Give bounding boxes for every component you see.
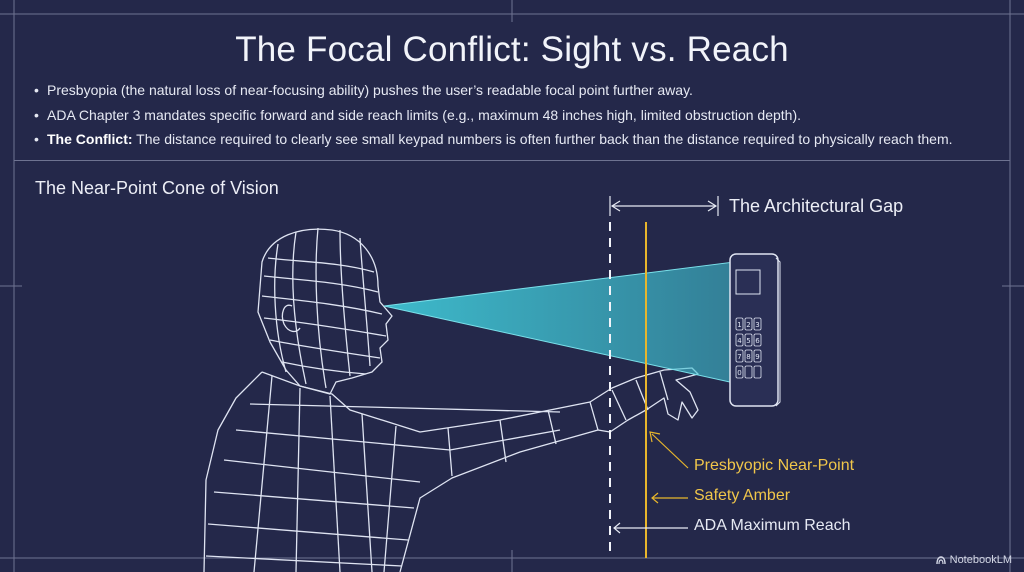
keypad-key-label: 3 [755, 321, 759, 329]
keypad-key [744, 349, 753, 363]
section-divider [14, 160, 1010, 161]
presbyopic-near-point-label: Presbyopic Near-Point [694, 457, 855, 474]
cone-of-vision-label: The Near-Point Cone of Vision [35, 178, 279, 198]
ada-maximum-reach-label: ADA Maximum Reach [694, 517, 851, 534]
keypad-key [735, 365, 744, 379]
wireframe-human-figure [203, 227, 699, 572]
keypad-key-label: 5 [746, 337, 750, 345]
keypad-key [753, 317, 762, 331]
keypad-key [735, 349, 744, 363]
keypad-key-label: 9 [755, 353, 759, 361]
keypad-key-label: 1 [737, 321, 741, 329]
keypad-key [744, 333, 753, 347]
bullet-ada: ADA Chapter 3 mandates specific forward … [34, 103, 1014, 128]
keypad-screen [735, 269, 761, 295]
notebooklm-badge: NotebookLM [935, 554, 1012, 566]
keypad-key-label: 0 [737, 369, 741, 377]
keypad-key-label: 7 [737, 353, 741, 361]
bullet-presbyopia: Presbyopia (the natural loss of near-foc… [34, 78, 1014, 103]
notebooklm-icon [935, 556, 946, 565]
keypad-key-label: 4 [737, 337, 742, 345]
keypad-key-label: 2 [746, 321, 750, 329]
keypad-key [753, 349, 762, 363]
keypad-key [744, 365, 753, 379]
architectural-gap-dimension [609, 196, 719, 216]
legend-pointers [613, 431, 689, 534]
bullet-conflict: The Conflict: The distance required to c… [34, 127, 1014, 152]
keypad-key-label: 6 [755, 337, 760, 345]
keypad-key [753, 365, 762, 379]
keypad-key [735, 317, 744, 331]
keypad-key [744, 317, 753, 331]
architectural-gap-label: The Architectural Gap [729, 196, 904, 216]
safety-amber-label: Safety Amber [694, 487, 791, 504]
vision-cone [383, 261, 749, 387]
page-title: The Focal Conflict: Sight vs. Reach [235, 30, 789, 69]
keypad-key [753, 333, 762, 347]
keypad-key-label: 8 [746, 353, 750, 361]
keypad-key [735, 333, 744, 347]
bullet-list: Presbyopia (the natural loss of near-foc… [34, 78, 1014, 152]
